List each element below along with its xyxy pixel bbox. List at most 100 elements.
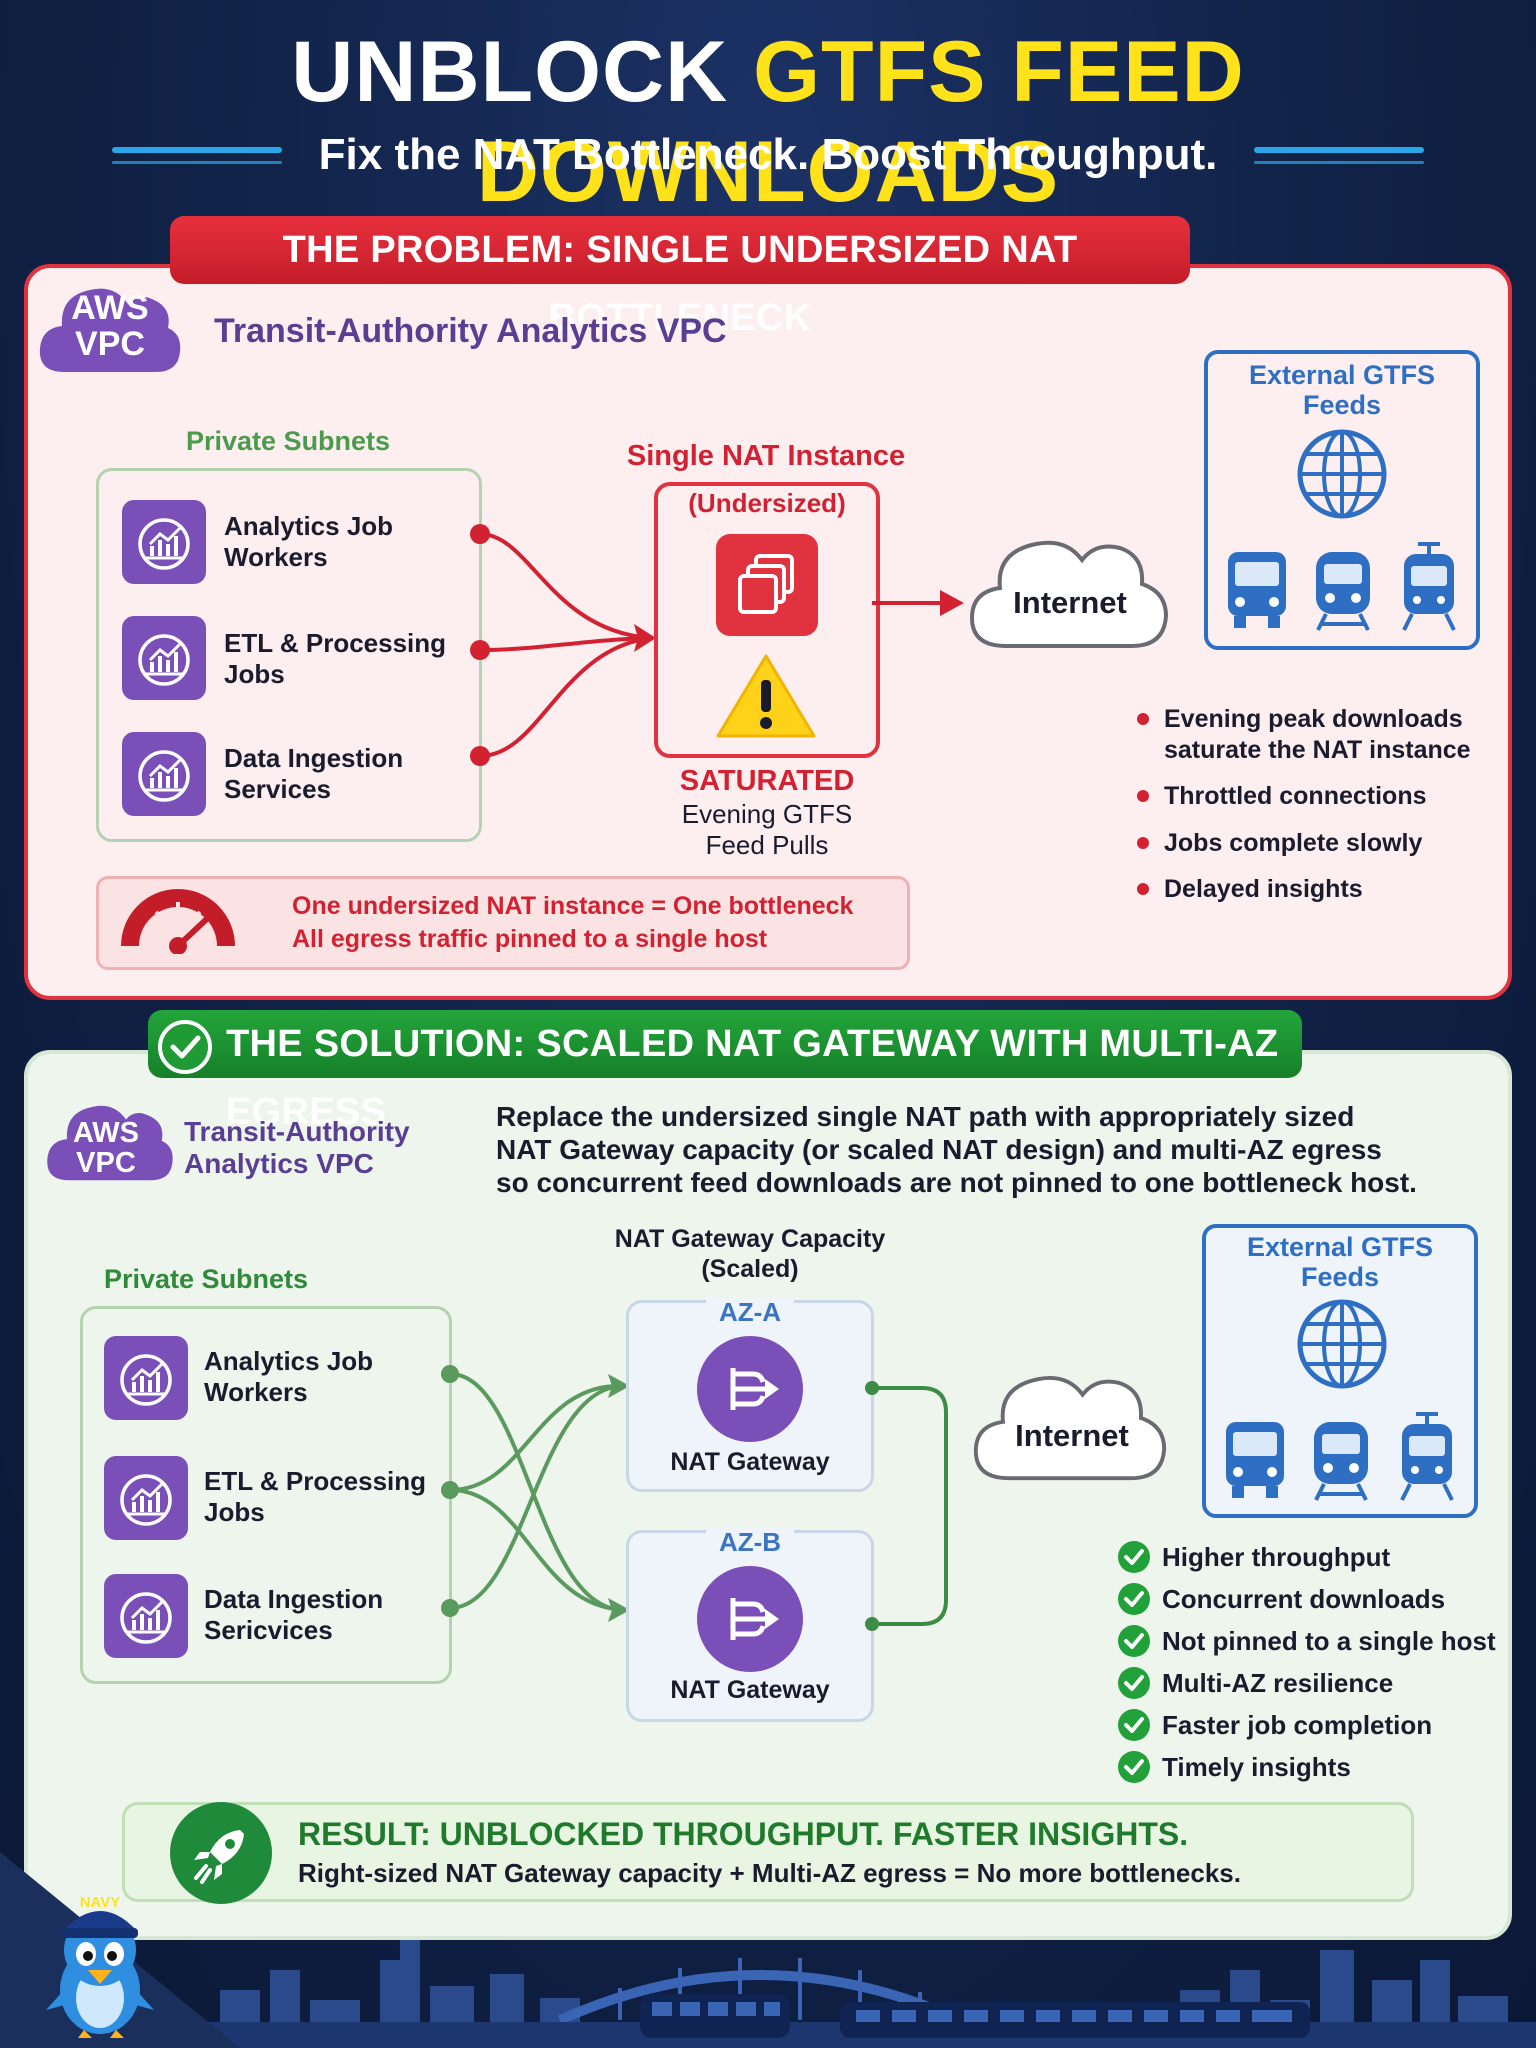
check-icon <box>1118 1625 1150 1657</box>
aws-label-line2: VPC <box>76 1147 136 1179</box>
nat-instance-sub: (Undersized) <box>688 488 846 518</box>
aws-label-line1: AWS <box>72 1117 140 1149</box>
ext-line1: External GTFS <box>1246 1232 1434 1262</box>
job-line1: Analytics Job <box>204 1346 374 1376</box>
benefit-label: Timely insights <box>1162 1752 1351 1782</box>
job-line1: ETL & Processing <box>204 1466 427 1496</box>
problem-internet-label: Internet <box>1013 585 1127 620</box>
aws-label-line2: VPC <box>75 325 145 363</box>
aws-vpc-cloud-icon <box>47 1105 173 1181</box>
title-white-part: UNBLOCK <box>291 24 754 120</box>
job-line2: Workers <box>204 1377 308 1407</box>
check-icon <box>1118 1667 1150 1699</box>
problem-note-text: One undersized NAT instance = One bottle… <box>292 890 853 956</box>
benefit-item: Higher throughput <box>1118 1536 1496 1578</box>
analytics-chart-icon <box>104 1574 188 1658</box>
analytics-chart-icon <box>104 1456 188 1540</box>
check-icon <box>158 1020 212 1074</box>
tram-icon <box>1400 1412 1454 1501</box>
note-line1: One undersized NAT instance = One bottle… <box>292 892 854 920</box>
internet-cloud-icon <box>973 1376 1167 1481</box>
city-skyline-illustration <box>0 1940 1536 2048</box>
problem-banner: THE PROBLEM: SINGLE UNDERSIZED NAT BOTTL… <box>170 216 1190 339</box>
desc-line2: NAT Gateway capacity (or scaled NAT desi… <box>496 1134 1382 1165</box>
ext-line2: Feeds <box>1300 1262 1380 1292</box>
page-subtitle: Fix the NAT Bottleneck. Boost Throughput… <box>318 130 1218 179</box>
job-line2: Jobs <box>204 1497 265 1527</box>
vpc-line2: Analytics VPC <box>184 1148 374 1179</box>
train-icon <box>1316 552 1370 631</box>
solution-egress-bracket <box>865 1381 948 1631</box>
check-icon <box>1118 1751 1150 1783</box>
job-line1: Data Ingestion <box>204 1584 384 1614</box>
globe-icon <box>1297 429 1387 519</box>
nat-capacity-title: NAT Gateway Capacity(Scaled) <box>580 1224 920 1284</box>
problem-note-box <box>96 876 910 970</box>
check-icon <box>1118 1583 1150 1615</box>
check-icon <box>1118 1541 1150 1573</box>
problem-bullet-1: Evening peak downloads saturate the NAT i… <box>1164 704 1471 766</box>
nat-gateway-a-label: NAT Gateway <box>670 1448 830 1476</box>
solution-crossing-arrows <box>441 1365 630 1622</box>
note-line2: All egress traffic pinned to a single ho… <box>292 925 768 953</box>
solution-description: Replace the undersized single NAT path w… <box>496 1100 1417 1199</box>
solution-internet-label: Internet <box>1015 1418 1129 1453</box>
desc-line3: so concurrent feed downloads are not pin… <box>496 1167 1417 1198</box>
mascot-cap-text: NAVY <box>79 1894 121 1911</box>
server-instance-icon <box>716 534 818 636</box>
nat-instance-title: Single NAT Instance <box>626 440 906 472</box>
nat-gateway-icon <box>697 1566 803 1672</box>
analytics-chart-icon <box>122 500 206 584</box>
benefit-item: Faster job completion <box>1118 1704 1496 1746</box>
benefit-label: Higher throughput <box>1162 1542 1391 1572</box>
bullet-line1: Evening peak downloads <box>1164 705 1463 733</box>
problem-bullet-2: Throttled connections <box>1164 782 1427 810</box>
globe-icon <box>1297 1299 1387 1389</box>
benefit-item: Multi-AZ resilience <box>1118 1662 1496 1704</box>
saturated-label: SATURATED <box>679 765 855 797</box>
analytics-chart-icon <box>122 616 206 700</box>
subtitle-line-left <box>112 147 282 153</box>
job-line2: Workers <box>224 542 328 572</box>
analytics-chart-icon <box>122 732 206 816</box>
problem-egress-arrow <box>872 590 964 616</box>
subtitle-line-right <box>1254 147 1424 153</box>
bullet-dot <box>1137 713 1149 725</box>
subtitle-line-right-thin <box>1254 161 1424 164</box>
train-icon <box>1314 1422 1368 1501</box>
job-line1: Data Ingestion <box>224 743 404 773</box>
bullet-dot <box>1137 883 1149 895</box>
page-title: UNBLOCK GTFS FEED DOWNLOADS <box>0 22 1536 222</box>
job-line2: Services <box>224 774 331 804</box>
navy-bird-mascot-icon <box>46 1911 154 2038</box>
problem-bullet-4: Delayed insights <box>1164 875 1363 903</box>
result-title: RESULT: UNBLOCKED THROUGHPUT. FASTER INS… <box>298 1816 1189 1852</box>
benefit-item: Timely insights <box>1118 1746 1496 1788</box>
aws-label-line1: AWS <box>71 289 149 327</box>
problem-vpc-title: Transit-Authority Analytics VPC <box>214 312 727 350</box>
internet-cloud-icon <box>969 540 1169 648</box>
bullet-dot <box>1137 837 1149 849</box>
bullet-line2: saturate the NAT instance <box>1164 736 1471 764</box>
bus-icon <box>1228 552 1286 628</box>
nat-gateway-icon <box>697 1336 803 1442</box>
benefit-label: Multi-AZ resilience <box>1162 1668 1394 1698</box>
benefits-list: Higher throughput Concurrent downloads N… <box>1118 1536 1496 1788</box>
nat-gateway-b-label: NAT Gateway <box>670 1676 830 1704</box>
subtitle-line-left-thin <box>112 161 282 164</box>
vpc-line1: Transit-Authority <box>184 1116 410 1147</box>
job-line2: Jobs <box>224 659 285 689</box>
az-a-box <box>626 1300 874 1492</box>
ext-line1: External GTFS <box>1248 360 1436 390</box>
